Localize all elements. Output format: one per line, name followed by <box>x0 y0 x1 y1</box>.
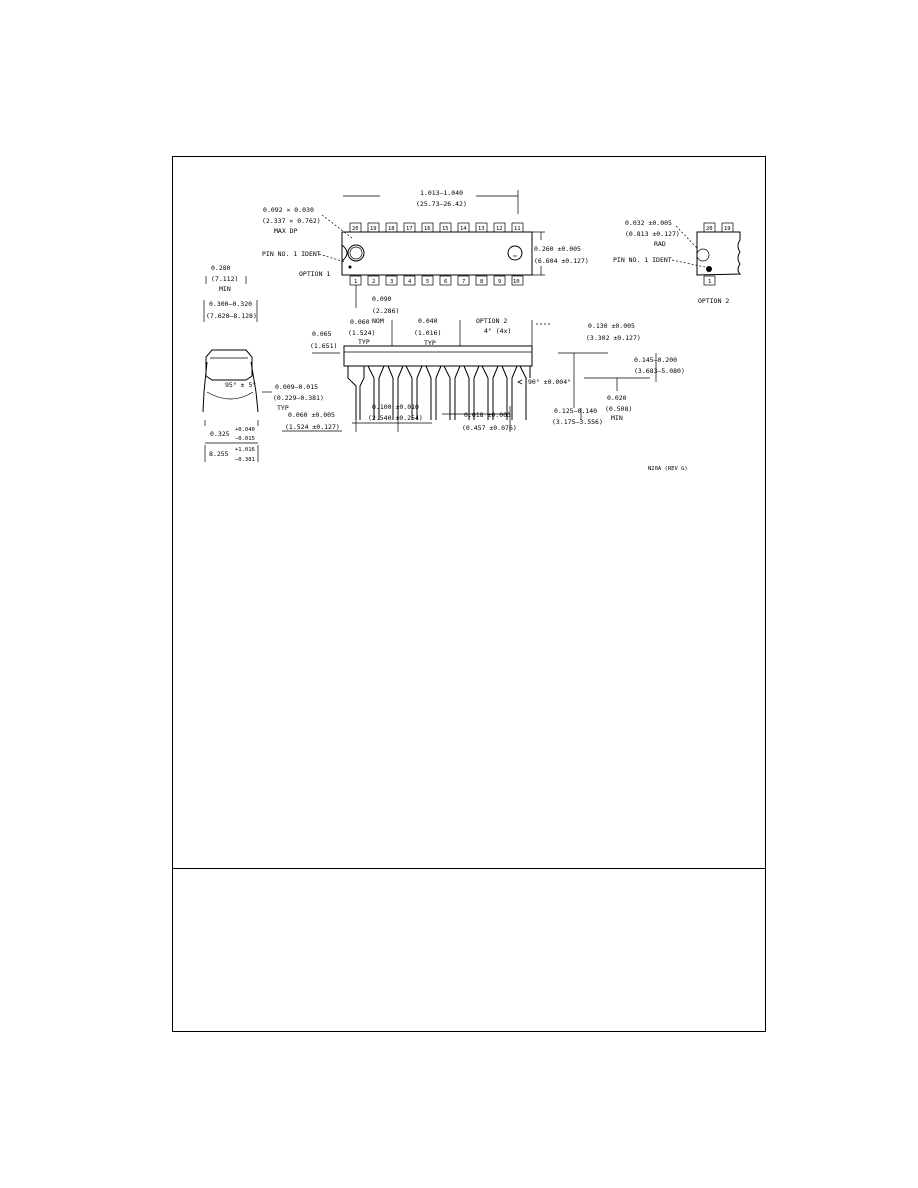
end-width-min-mm: (7.112) <box>211 275 238 283</box>
pin1-dot <box>706 266 712 272</box>
end-width-min: 0.280 <box>211 264 231 272</box>
pin1-spacing-mm: (2.286) <box>372 307 399 315</box>
side-shoulder2: 0.040 <box>418 317 438 325</box>
top-view: 1.013–1.040 (25.73–26.42) 0.092 × 0.030 … <box>262 189 589 325</box>
body-height: 0.145–0.200 <box>634 356 677 364</box>
side-shoulder2-note: TYP <box>424 339 436 347</box>
opt2-pin-label: 19 <box>724 226 731 232</box>
pitch: 0.100 ±0.010 <box>372 403 419 411</box>
lead-len: 0.125–0.140 <box>554 407 597 415</box>
end-view: 0.280 (7.112) MIN 0.300–0.320 (7.620–8.1… <box>202 264 324 463</box>
body-height-mm: (3.683–5.080) <box>634 367 685 375</box>
drawing-ref: N20A (REV G) <box>648 466 688 472</box>
lead-end-mm: (1.524 ±0.127) <box>285 423 340 431</box>
bottom-pin-row: 1 2 3 4 5 6 7 8 9 10 <box>349 275 524 286</box>
opt2-radius-note: RAD <box>654 240 666 248</box>
bottom-pin-label: 8 <box>480 279 483 285</box>
end-overall-mm-plus: +1.016 <box>235 447 255 453</box>
side-shoulder: 0.060 <box>350 318 370 326</box>
end-overall-plus: +0.040 <box>235 427 255 433</box>
top-pin-label: 13 <box>478 226 485 232</box>
top-pin-label: 20 <box>352 226 359 232</box>
lead-thick-mm: (0.229–0.381) <box>273 394 324 402</box>
top-pin-label: 11 <box>514 226 521 232</box>
top-pin-label: 12 <box>496 226 503 232</box>
lead-thick-note: TYP <box>277 404 289 412</box>
page-frame <box>172 156 766 1032</box>
side-option: OPTION 2 <box>476 317 507 325</box>
lead-len-mm: (3.175–3.556) <box>552 418 603 426</box>
width-dim-mm: (6.604 ±0.127) <box>534 257 589 265</box>
end-overall-mm: 8.255 <box>209 450 229 458</box>
top-pin-label: 14 <box>460 226 467 232</box>
end-lead-span: 0.300–0.320 <box>209 300 252 308</box>
bottom-pin-label: 1 <box>354 279 357 285</box>
side-end-dim: 0.065 <box>312 330 332 338</box>
side-end-dim-mm: (1.651) <box>310 342 337 350</box>
bottom-pin-label: 10 <box>513 279 520 285</box>
end-lead-span-mm: (7.620–8.128) <box>206 312 257 320</box>
bottom-pin-label: 6 <box>444 279 447 285</box>
pin1-spacing: 0.090 <box>372 295 392 303</box>
side-view-leads <box>347 365 531 420</box>
depth-dim-mm: (2.337 × 0.762) <box>262 217 321 225</box>
opt2-pin1-ident: PIN NO. 1 IDENT <box>613 256 672 264</box>
top-pin-label: 16 <box>424 226 431 232</box>
lead-thick: 0.009–0.015 <box>275 383 318 391</box>
side-shoulder-mm: (1.524) <box>348 329 375 337</box>
side-shoulder-note: TYP <box>358 338 370 346</box>
length-dim: 1.013–1.040 <box>420 189 463 197</box>
package-body-top <box>341 231 533 276</box>
opt2-radius-dim-mm: (0.813 ±0.127) <box>625 230 680 238</box>
end-overall-mm-minus: −0.381 <box>235 457 255 463</box>
option1-label: OPTION 1 <box>299 270 330 278</box>
opt2-pin-label: 20 <box>706 226 713 232</box>
top-pin-row: 20 19 18 17 16 15 14 13 12 11 <box>349 222 524 233</box>
option2-view: 20 19 1 0.032 ±0.005 (0.813 ±0.127) RAD … <box>613 219 742 305</box>
side-view-body <box>343 345 533 367</box>
lead-angle: 90° ±0.004° <box>528 378 571 386</box>
standoff-mm: (0.508) <box>605 405 632 413</box>
top-pin-label: 17 <box>406 226 413 232</box>
opt2-label: OPTION 2 <box>698 297 729 305</box>
opt2-radius-dim: 0.032 ±0.005 <box>625 219 672 227</box>
pin1-recess <box>347 244 365 262</box>
section-divider <box>172 868 766 869</box>
length-dim-mm: (25.73–26.42) <box>416 200 467 208</box>
end-overall-minus: −0.015 <box>235 436 255 442</box>
bottom-pin-label: 5 <box>426 279 429 285</box>
end-angle: 95° ± 5° <box>225 381 256 389</box>
standoff-note: MIN <box>611 414 623 422</box>
lead-width-mm: (0.457 ±0.076) <box>462 424 517 432</box>
top-pin-label: 15 <box>442 226 449 232</box>
opt2-pin-label: 1 <box>708 279 711 285</box>
side-view: 0.065 (1.651) 0.060 (1.524) TYP 0.040 (1… <box>282 317 685 432</box>
end-width-min-note: MIN <box>219 285 231 293</box>
lead-end: 0.060 ±0.005 <box>288 411 335 419</box>
seat-height: 0.130 ±0.005 <box>588 322 635 330</box>
bottom-pin-label: 3 <box>390 279 393 285</box>
depth-dim: 0.092 × 0.030 <box>263 206 314 214</box>
side-shoulder2-mm: (1.016) <box>414 329 441 337</box>
bottom-pin-label: 9 <box>498 279 501 285</box>
standoff: 0.020 <box>607 394 627 402</box>
lead-width: 0.018 ±0.003 <box>464 411 511 419</box>
bottom-pin-label: 2 <box>372 279 375 285</box>
side-option-angle: 4° (4x) <box>484 327 511 335</box>
ejector-mark <box>507 245 523 261</box>
pin1-spacing-note: NOM <box>372 317 384 325</box>
seat-height-mm: (3.302 ±0.127) <box>586 334 641 342</box>
pitch-mm: (2.540 ±0.254) <box>368 414 423 422</box>
end-view-body <box>205 349 253 381</box>
top-pin-label: 19 <box>370 226 377 232</box>
end-overall: 0.325 <box>210 430 230 438</box>
depth-note: MAX DP <box>274 227 298 235</box>
bottom-pin-label: 7 <box>462 279 465 285</box>
top-pin-label: 18 <box>388 226 395 232</box>
pin1-ident-label: PIN NO. 1 IDENT <box>262 250 321 258</box>
width-dim: 0.260 ±0.005 <box>534 245 581 253</box>
bottom-pin-label: 4 <box>408 279 412 285</box>
